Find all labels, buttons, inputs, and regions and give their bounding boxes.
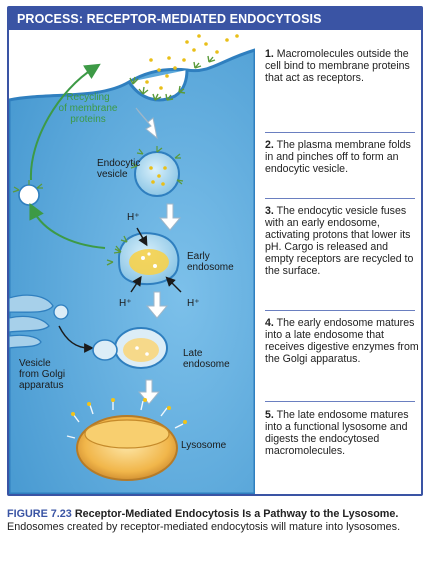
step-2-text: The plasma membrane folds in and pinches… <box>265 139 411 175</box>
label-lysosome-text: Lysosome <box>181 440 227 451</box>
label-endocytic-vesicle-text: Endocytic vesicle <box>97 158 141 180</box>
golgi-vesicle-budding <box>53 304 69 320</box>
step-5-text: The late endosome matures into a functio… <box>265 409 409 457</box>
label-recycling-text: Recycling of membrane proteins <box>58 92 118 125</box>
golgi-arrow <box>58 325 94 353</box>
process-header: PROCESS: RECEPTOR-MEDIATED ENDOCYTOSIS <box>9 8 421 30</box>
label-h-plus-left-text: H⁺ <box>119 298 132 309</box>
step-1-number: 1. <box>265 48 274 60</box>
step-divider-4 <box>265 401 415 402</box>
label-early-endosome: Early endosome <box>187 251 251 273</box>
process-title: PROCESS: RECEPTOR-MEDIATED ENDOCYTOSIS <box>17 12 322 26</box>
proton-arrow-left <box>130 275 142 293</box>
label-h-plus-top-text: H⁺ <box>127 212 140 223</box>
step-2-number: 2. <box>265 139 274 151</box>
label-h-plus-left: H⁺ <box>119 298 132 309</box>
step-3: 3. The endocytic vesicle fuses with an e… <box>265 205 419 277</box>
step-divider-2 <box>265 198 415 199</box>
recycled-vesicle <box>12 180 43 211</box>
caption-figure-number: FIGURE 7.23 <box>7 508 72 520</box>
step-divider-3 <box>265 310 415 311</box>
endocytosis-illustration <box>9 34 255 494</box>
step-3-text: The endocytic vesicle fuses with an earl… <box>265 205 414 277</box>
step-2: 2. The plasma membrane folds in and pinc… <box>265 139 419 175</box>
step-4: 4. The early endosome matures into a lat… <box>265 317 419 365</box>
proton-arrow-right <box>165 276 182 293</box>
label-early-endosome-text: Early endosome <box>187 251 234 273</box>
proton-arrow-top <box>136 227 148 247</box>
figure-caption: FIGURE 7.23 Receptor-Mediated Endocytosi… <box>7 508 425 534</box>
extracellular-macromolecules <box>145 34 239 90</box>
label-recycling: Recycling of membrane proteins <box>53 92 123 125</box>
label-h-plus-right-text: H⁺ <box>187 298 200 309</box>
label-h-plus-right: H⁺ <box>187 298 200 309</box>
caption-title: Receptor-Mediated Endocytosis Is a Pathw… <box>74 508 399 520</box>
recycling-arrow-lower <box>29 202 106 249</box>
recycling-arrow-upper <box>29 63 101 181</box>
golgi-apparatus <box>9 294 54 349</box>
lysosome <box>66 398 187 481</box>
step-1-text: Macromolecules outside the cell bind to … <box>265 48 410 84</box>
process-arrows <box>135 107 182 405</box>
figure-frame: PROCESS: RECEPTOR-MEDIATED ENDOCYTOSIS <box>7 6 423 496</box>
membrane-receptors <box>129 55 216 101</box>
step-5: 5. The late endosome matures into a func… <box>265 409 419 457</box>
label-vesicle-golgi: Vesicle from Golgi apparatus <box>19 358 81 391</box>
label-h-plus-top: H⁺ <box>127 212 140 223</box>
step-5-number: 5. <box>265 409 274 421</box>
step-3-number: 3. <box>265 205 274 217</box>
label-vesicle-golgi-text: Vesicle from Golgi apparatus <box>19 358 66 391</box>
step-1: 1. Macromolecules outside the cell bind … <box>265 48 419 84</box>
label-late-endosome-text: Late endosome <box>183 348 230 370</box>
label-late-endosome: Late endosome <box>183 348 247 370</box>
step-divider-1 <box>265 132 415 133</box>
step-4-number: 4. <box>265 317 274 329</box>
early-endosome <box>106 232 180 286</box>
endocytic-vesicle <box>130 146 184 197</box>
step-4-text: The early endosome matures into a late e… <box>265 317 419 365</box>
late-endosome <box>92 327 168 369</box>
label-endocytic-vesicle: Endocytic vesicle <box>97 158 147 180</box>
label-lysosome: Lysosome <box>181 440 226 451</box>
caption-text: Endosomes created by receptor-mediated e… <box>7 521 401 533</box>
